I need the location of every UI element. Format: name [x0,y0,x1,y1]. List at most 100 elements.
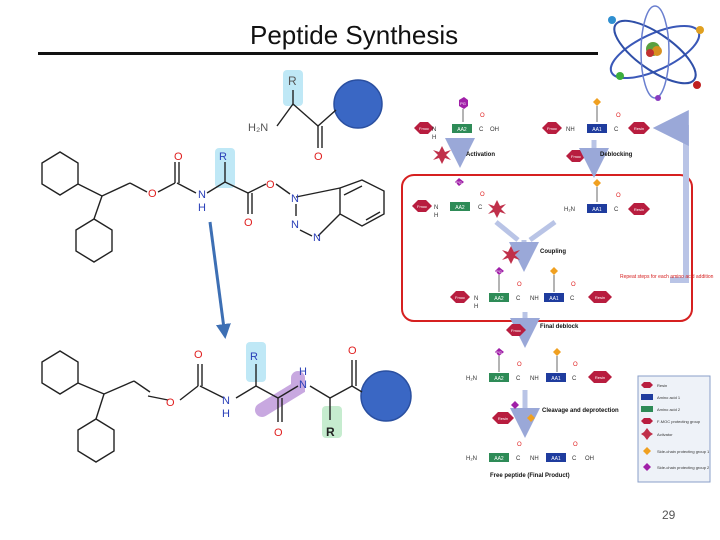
top-fmoc-ether-o: O [148,188,157,200]
scheme-c-5: C [516,296,521,302]
fmoc-tag-4: Fmoc [417,204,427,209]
legend-item-resin: Resin [657,383,667,388]
aa1-tag-4: AA1 [551,376,561,382]
bottom-hn-n: N [299,379,307,391]
scheme-c-6: C [570,296,575,302]
scheme-n-3: N [474,296,478,302]
aa2-tag-1: AA2 [457,127,467,133]
scheme-h2n-2: H₂N [466,376,477,382]
resin-tag-3: Resin [595,295,605,300]
scheme-c-9: C [516,456,521,462]
top-r-mid: R [219,151,227,163]
scheme-o-9: O [517,442,522,448]
scheme-o-8: O [573,362,578,368]
reaction-arrow [208,221,231,339]
aa2-tag-3: AA2 [494,296,504,302]
legend-item-aa1: Amino acid 1 [657,395,681,400]
top-molecule [41,70,385,263]
aa2-tag-5: AA2 [494,456,504,462]
top-r-label: R [288,74,297,88]
repeat-label: Repeat steps for each amino acid additio… [620,274,714,280]
deblocking-label: Deblocking [600,152,633,158]
scheme-o-1: O [480,113,485,119]
scheme-nh-4: NH [530,456,539,462]
top-bt-n1: N [291,193,299,205]
resin-tag-2: Resin [634,207,644,212]
fmoc-tag-6: Fmoc [511,328,521,333]
scheme-c-4: C [614,207,619,213]
scheme-o-7: O [517,362,522,368]
bottom-r1: R [250,351,258,363]
top-fmoc-carbonyl-o: O [174,151,183,163]
activation-label: Activation [466,152,495,158]
scheme-h-2: H [434,213,438,219]
bottom-o1: O [194,349,203,361]
scheme-c-10: C [572,456,577,462]
pg-tag-2: PG [456,180,462,185]
free-peptide-label: Free peptide (Final Product) [490,473,570,479]
pg-tag-3: PG [496,269,502,274]
bottom-o2: O [166,397,175,409]
bottom-r2: R [326,425,335,439]
legend-item-pg2: Side-chain protecting group 2 [657,465,710,470]
bottom-o4: O [348,345,357,357]
fmoc-tag-1: Fmoc [419,126,429,131]
resin-tag-4: Resin [595,375,605,380]
aa1-tag-1: AA1 [592,127,602,133]
legend: Resin Amino acid 1 Amino acid 2 F-MOC pr… [637,375,711,483]
top-amide-n: N [198,189,206,201]
fmoc-tag-2: Fmoc [547,126,557,131]
scheme-c-3: C [478,205,483,211]
final-deblock-label: Final deblock [540,324,579,330]
bottom-o3: O [274,427,283,439]
scheme-o-10: O [573,442,578,448]
scheme-o-6: O [571,282,576,288]
legend-item-pg1: Side-chain protecting group 1 [657,449,710,454]
repeat-box [401,174,693,322]
scheme-o-3: O [480,192,485,198]
scheme-nh-1: NH [566,127,575,133]
bottom-n1: N [222,395,230,407]
top-ester-carbonyl-o: O [244,217,253,229]
aa1-tag-5: AA1 [551,456,561,462]
scheme-c-8: C [572,376,577,382]
scheme-h-1: H [432,135,436,141]
bottom-molecule [41,342,412,463]
page-number: 29 [662,508,676,522]
scheme-n-2: N [434,205,438,211]
resin-tag-5: Resin [498,416,508,421]
top-ester-o: O [266,179,275,191]
scheme-o-4: O [616,193,621,199]
aa2-tag-4: AA2 [494,376,504,382]
title-underline [38,52,598,55]
legend-item-aa2: Amino acid 2 [657,407,681,412]
top-carbonyl-o: O [314,151,323,163]
scheme-nh-2: NH [530,296,539,302]
scheme-h-3: H [474,304,478,310]
legend-item-activator: Activator [657,432,673,437]
aa1-tag-2: AA1 [592,207,602,213]
scheme-c-7: C [516,376,521,382]
scheme-c-2: C [614,127,619,133]
slide-title: Peptide Synthesis [250,20,459,50]
aa2-tag-2: AA2 [455,205,465,211]
scheme-h2n-3: H₂N [466,456,477,462]
aa1-tag-3: AA1 [549,296,559,302]
atom-icon [608,5,704,101]
coupling-label: Coupling [540,249,566,255]
cleavage-label: Cleavage and deprotection [542,408,619,414]
top-bt-n2: N [291,219,299,231]
scheme-n-1: N [432,127,436,133]
scheme-oh-1: OH [490,127,499,133]
scheme-oh-2: OH [585,456,594,462]
bottom-hn-h: H [299,366,307,378]
scheme-o-2: O [616,113,621,119]
top-h2n-label: H₂N [248,122,268,134]
top-bt-n3: N [313,232,321,244]
resin-tag-1: Resin [634,126,644,131]
fmoc-tag-3: Fmoc [571,154,581,159]
legend-item-fmoc: F-MOC protecting group [657,419,701,424]
bottom-h1: H [222,408,230,420]
scheme-c-1: C [479,127,484,133]
